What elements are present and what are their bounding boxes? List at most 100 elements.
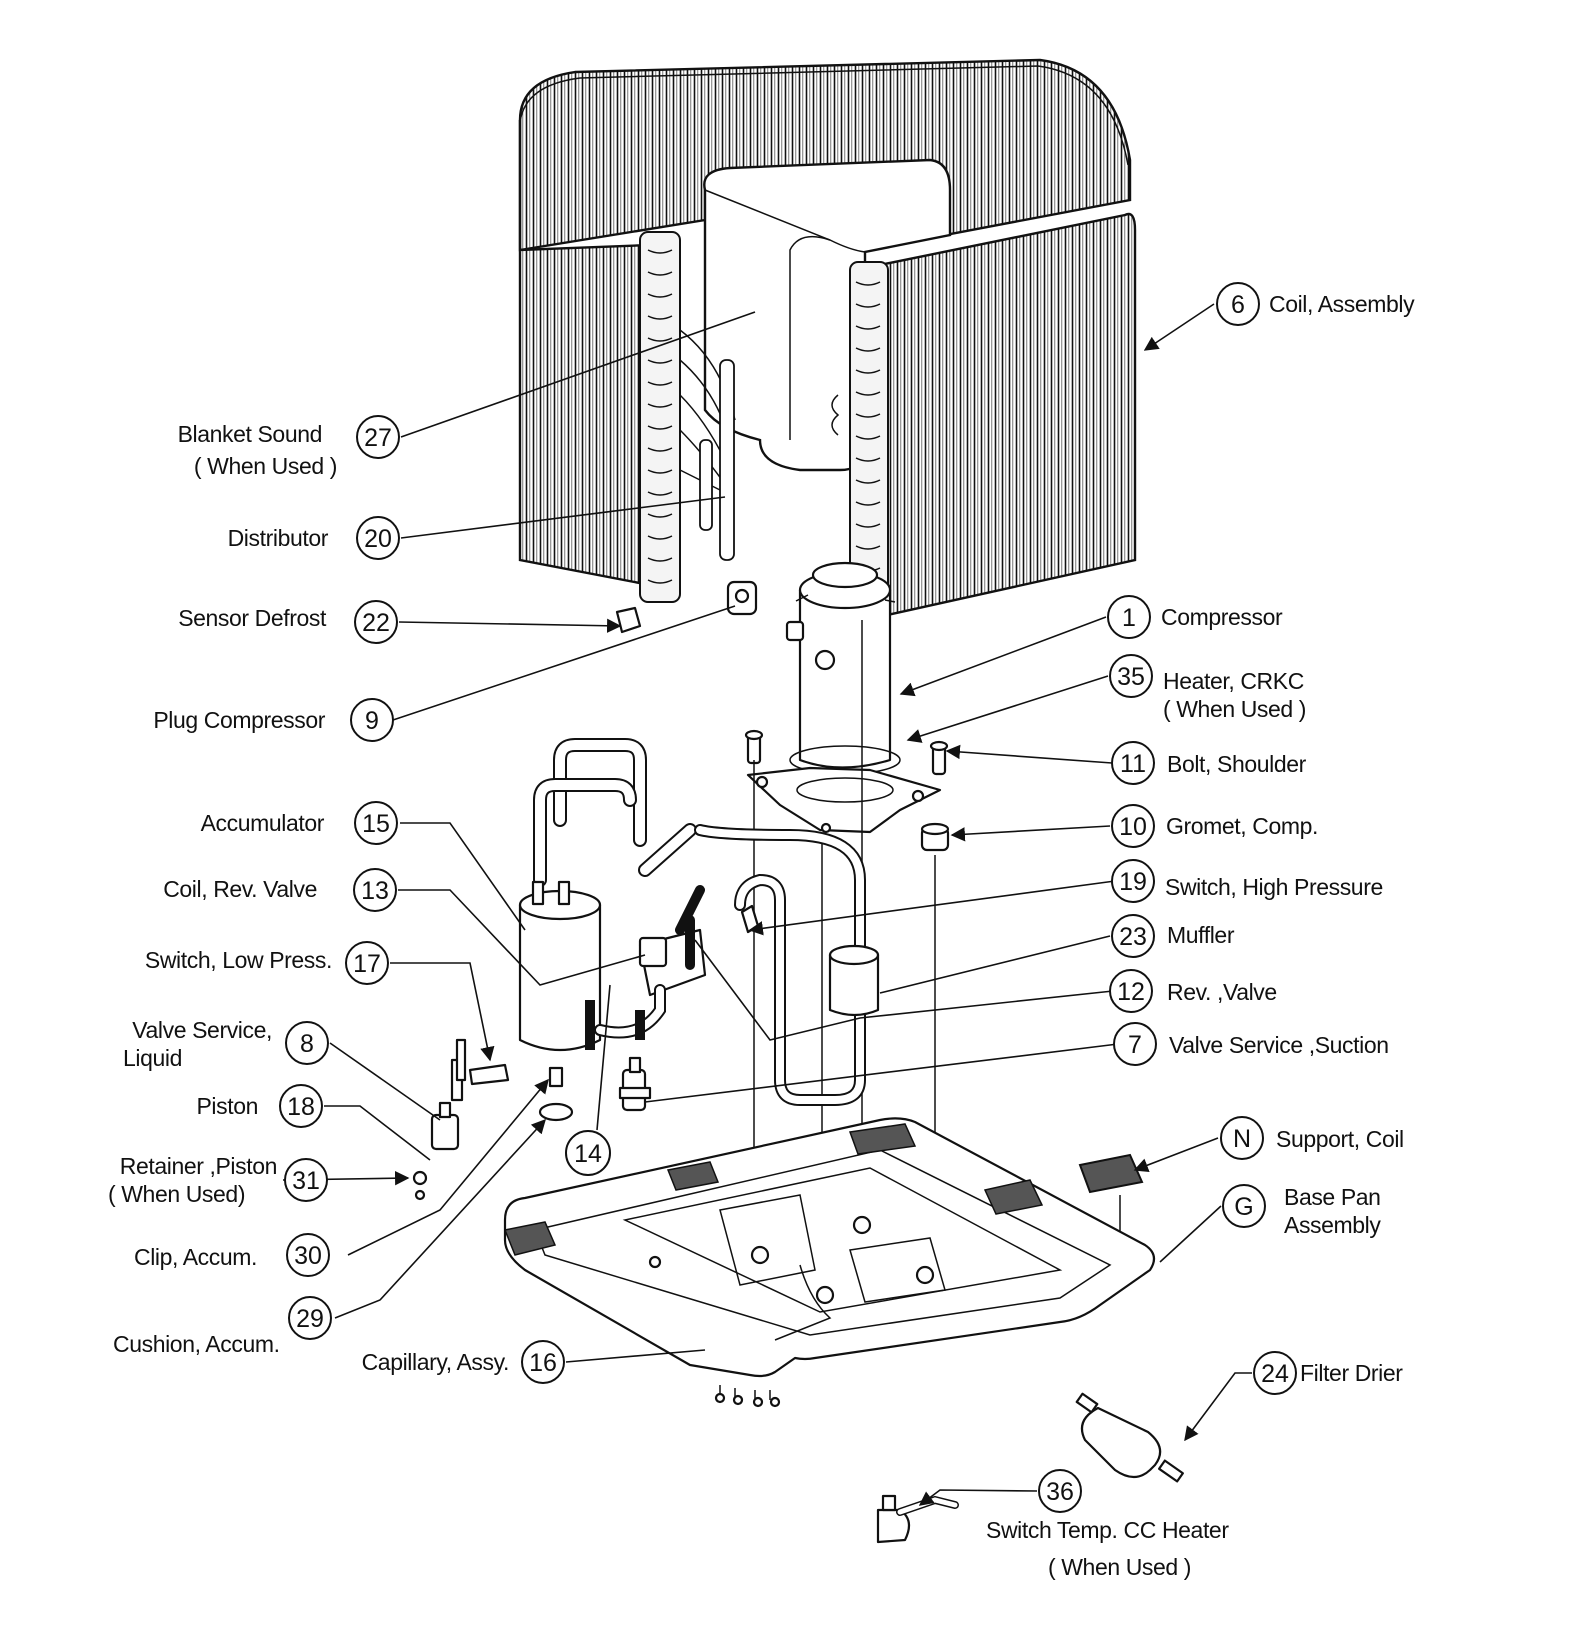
label-capillary-assy: Capillary, Assy.	[362, 1349, 509, 1375]
accumulator-cushion	[538, 1102, 574, 1122]
label-bolt-shoulder: Bolt, Shoulder	[1167, 751, 1307, 777]
svg-text:12: 12	[1117, 978, 1145, 1006]
svg-text:35: 35	[1117, 663, 1145, 691]
callout-19: 19 Switch, High Pressure	[1111, 859, 1383, 903]
label-plug-compressor: Plug Compressor	[153, 707, 325, 733]
label-switch-temp-cc-heater: Switch Temp. CC Heater	[986, 1517, 1229, 1543]
label-blanket-sound-note: ( When Used )	[194, 453, 337, 479]
svg-text:23: 23	[1119, 923, 1147, 951]
callout-15: 15 Accumulator	[201, 801, 398, 845]
label-switch-temp-cc-heater-note: ( When Used )	[1048, 1554, 1191, 1580]
label-filter-drier: Filter Drier	[1300, 1360, 1403, 1386]
callout-11: 11 Bolt, Shoulder	[1111, 741, 1307, 785]
svg-text:16: 16	[529, 1349, 557, 1377]
cc-heater-temp-switch	[876, 1494, 959, 1544]
label-coil-rev-valve: Coil, Rev. Valve	[163, 876, 317, 902]
label-compressor: Compressor	[1161, 604, 1283, 630]
svg-text:G: G	[1234, 1193, 1253, 1221]
label-retainer-piston: Retainer ,Piston	[120, 1153, 277, 1179]
coil-assembly	[518, 58, 1137, 633]
svg-text:11: 11	[1120, 750, 1146, 778]
label-gromet-comp: Gromet, Comp.	[1166, 813, 1318, 839]
svg-text:8: 8	[300, 1030, 314, 1058]
base-pan-assembly	[503, 1117, 1156, 1408]
callout-7: 7 Valve Service ,Suction	[1113, 1022, 1389, 1066]
label-sensor-defrost: Sensor Defrost	[178, 605, 327, 631]
accumulator-clip	[548, 1066, 564, 1088]
svg-text:N: N	[1233, 1125, 1251, 1153]
label-base-pan-line2: Assembly	[1284, 1212, 1381, 1238]
svg-text:13: 13	[361, 877, 389, 905]
svg-text:7: 7	[1128, 1031, 1142, 1059]
callout-20: 20 Distributor	[228, 516, 400, 560]
svg-text:14: 14	[574, 1140, 602, 1168]
callout-6: 6 Coil, Assembly	[1216, 282, 1416, 326]
svg-text:18: 18	[287, 1093, 315, 1121]
reversing-valve	[585, 885, 707, 1050]
callout-29: 29 Cushion, Accum.	[113, 1296, 332, 1357]
svg-text:15: 15	[362, 810, 390, 838]
callout-G: G Base Pan Assembly	[1222, 1184, 1382, 1238]
svg-text:10: 10	[1119, 813, 1147, 841]
discharge-piping	[694, 824, 866, 1106]
svg-text:9: 9	[365, 707, 379, 735]
svg-text:30: 30	[294, 1242, 322, 1270]
label-switch-high-pressure: Switch, High Pressure	[1165, 874, 1383, 900]
callout-31: 31 Retainer ,Piston ( When Used)	[108, 1153, 328, 1207]
svg-text:29: 29	[296, 1305, 324, 1333]
leader-lines	[282, 303, 1252, 1506]
hairpin-bends-left	[647, 249, 673, 584]
callout-36: 36 Switch Temp. CC Heater ( When Used )	[986, 1469, 1230, 1580]
svg-text:36: 36	[1046, 1478, 1074, 1506]
compressor	[746, 561, 942, 834]
callout-27: 27 Blanket Sound ( When Used )	[178, 415, 400, 479]
callout-14: 14	[565, 1130, 611, 1176]
label-heater-crkc-note: ( When Used )	[1163, 696, 1306, 722]
callout-35: 35 Heater, CRKC ( When Used )	[1109, 654, 1306, 722]
label-valve-service-suction: Valve Service ,Suction	[1169, 1032, 1389, 1058]
compressor-plug	[726, 580, 758, 616]
label-distributor: Distributor	[228, 525, 329, 551]
defrost-sensor	[615, 606, 642, 634]
label-valve-service-liquid: Valve Service,	[132, 1017, 272, 1043]
filter-drier	[1075, 1392, 1184, 1483]
muffler	[828, 944, 880, 1017]
label-valve-service-liquid-line2: Liquid	[123, 1045, 182, 1071]
callout-13: 13 Coil, Rev. Valve	[163, 868, 397, 912]
label-accumulator: Accumulator	[201, 810, 325, 836]
svg-text:24: 24	[1261, 1360, 1289, 1388]
piston-retainer	[412, 1170, 428, 1201]
label-cushion-accum: Cushion, Accum.	[113, 1331, 280, 1357]
gromet	[920, 822, 950, 852]
callout-22: 22 Sensor Defrost	[178, 600, 398, 644]
callout-10: 10 Gromet, Comp.	[1111, 804, 1318, 848]
svg-text:1: 1	[1122, 604, 1136, 632]
high-pressure-switch	[740, 904, 760, 934]
callout-1: 1 Compressor	[1107, 595, 1283, 639]
svg-text:22: 22	[362, 609, 390, 637]
callout-8: 8 Valve Service, Liquid	[123, 1017, 329, 1071]
suction-service-valve	[618, 1056, 652, 1112]
svg-text:27: 27	[364, 424, 392, 452]
label-heater-crkc: Heater, CRKC	[1163, 668, 1304, 694]
callout-9: 9 Plug Compressor	[153, 698, 394, 742]
callout-16: 16 Capillary, Assy.	[362, 1340, 565, 1384]
label-support-coil: Support, Coil	[1276, 1126, 1404, 1152]
label-switch-low-press: Switch, Low Press.	[145, 947, 332, 973]
accumulator	[518, 880, 602, 1052]
coil-support-pads	[503, 1123, 1044, 1256]
svg-text:6: 6	[1231, 291, 1245, 319]
label-retainer-piston-note: ( When Used)	[108, 1181, 245, 1207]
svg-text:19: 19	[1119, 868, 1147, 896]
label-blanket-sound: Blanket Sound	[178, 421, 322, 447]
label-piston: Piston	[196, 1093, 258, 1119]
svg-text:17: 17	[353, 950, 381, 978]
coil-support-loose	[1078, 1153, 1144, 1194]
svg-text:20: 20	[364, 525, 392, 553]
callout-23: 23 Muffler	[1111, 914, 1235, 958]
callout-N: N Support, Coil	[1220, 1116, 1404, 1160]
suction-piping	[533, 738, 697, 887]
callout-30: 30 Clip, Accum.	[134, 1233, 330, 1277]
callout-24: 24 Filter Drier	[1253, 1351, 1404, 1395]
